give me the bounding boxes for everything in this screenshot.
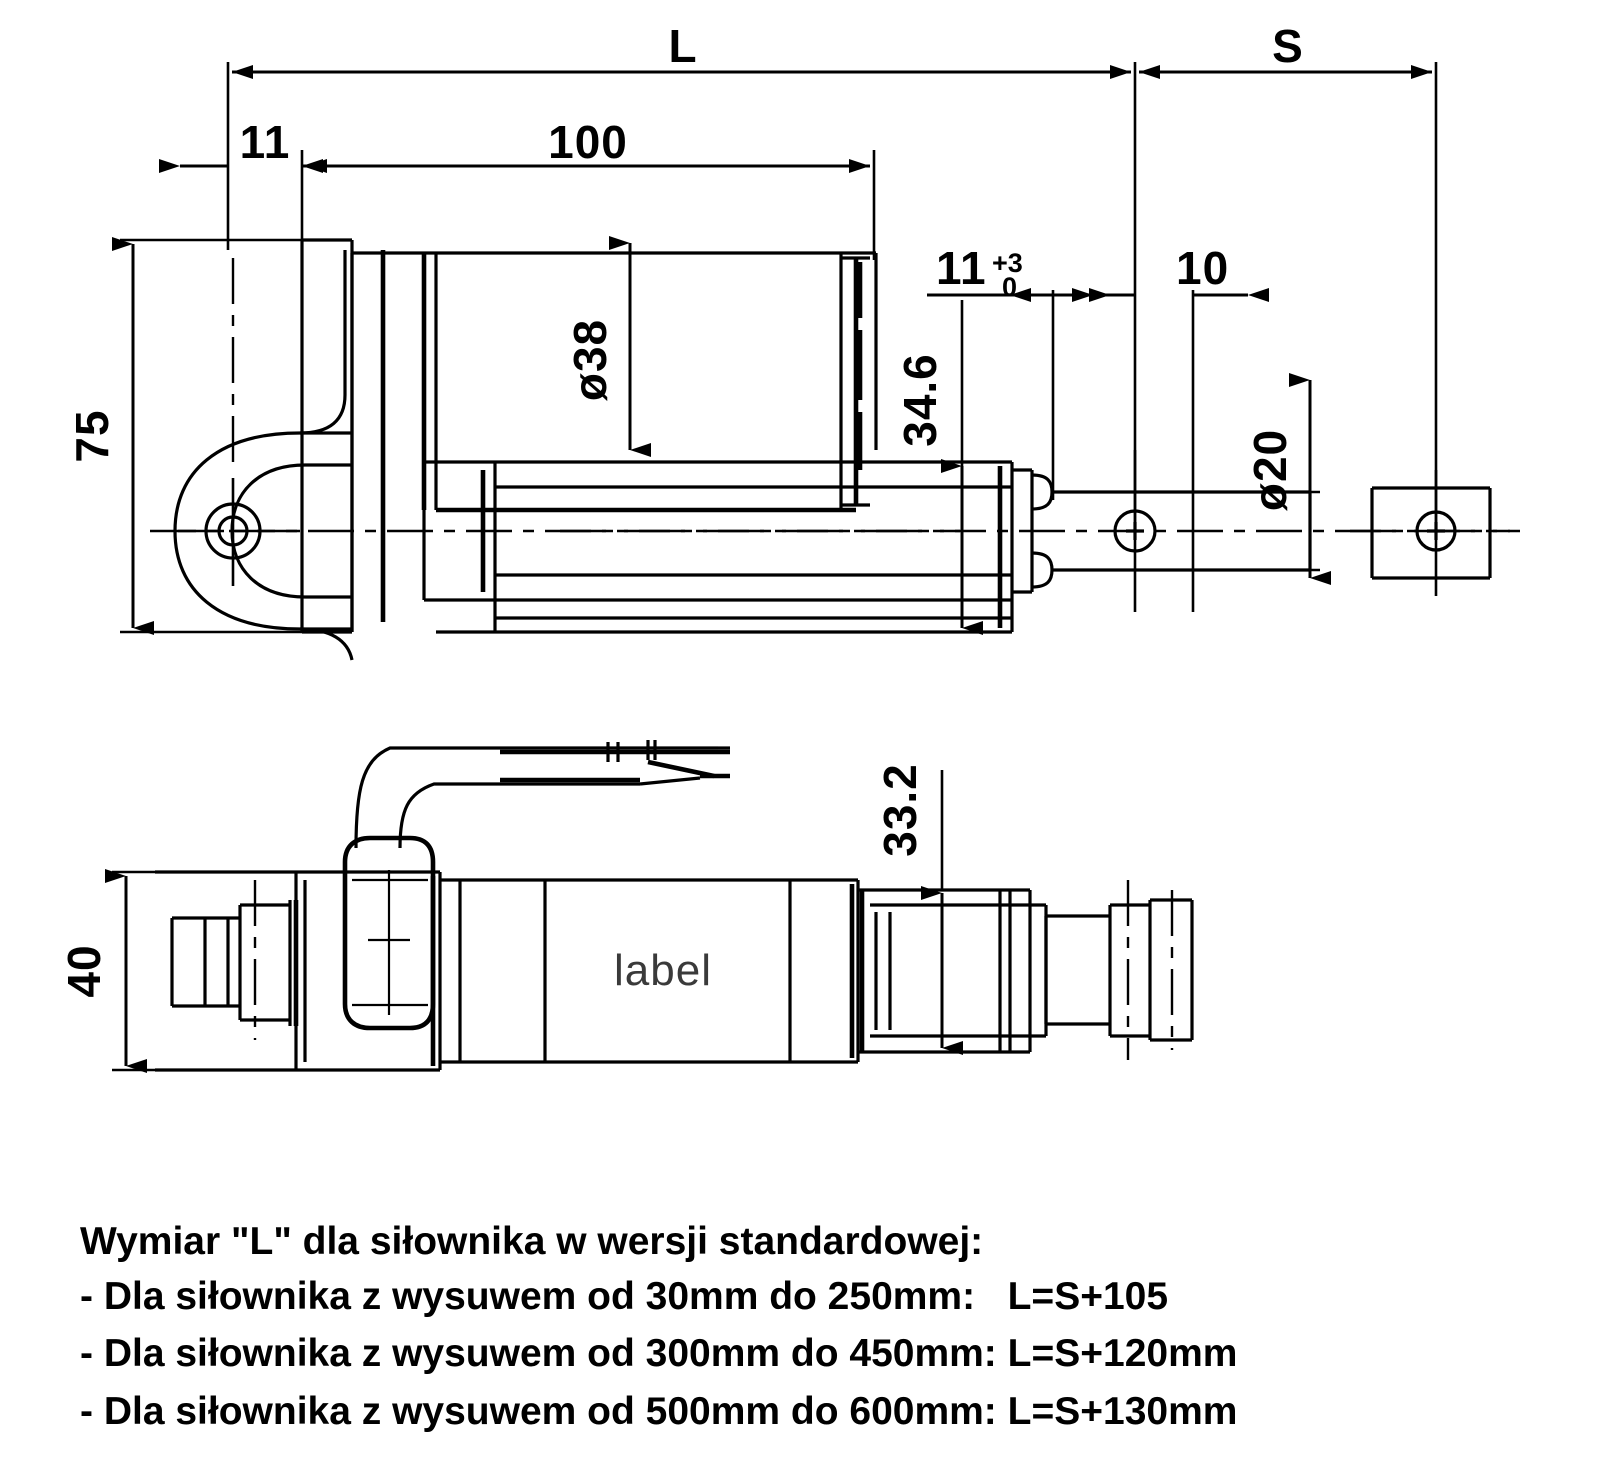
dimension-75: 75 bbox=[66, 237, 320, 635]
dimension-chain-11tol-10: 11 +3 0 10 bbox=[927, 242, 1269, 302]
dimension-40: 40 bbox=[58, 869, 300, 1073]
dimension-label-10: 10 bbox=[1176, 242, 1229, 294]
notes-line-3: - Dla siłownika z wysuwem od 500mm do 60… bbox=[80, 1390, 1238, 1434]
dimension-label-11-rear: 11 bbox=[240, 116, 291, 168]
front-bracket-detail bbox=[1350, 470, 1510, 596]
dimension-label-75: 75 bbox=[66, 409, 118, 462]
dimension-label-diameter-20: ø20 bbox=[1244, 429, 1296, 511]
dimension-label-11-tol: 11 bbox=[936, 242, 987, 294]
dimension-label-34-6: 34.6 bbox=[894, 353, 946, 447]
notes-line-1: - Dla siłownika z wysuwem od 30mm do 250… bbox=[80, 1274, 1169, 1318]
dimension-diameter-20: ø20 bbox=[1240, 373, 1331, 585]
notes-block: Wymiar "L" dla siłownika w wersji standa… bbox=[80, 1222, 1560, 1441]
dimension-label-11-tol-lower: 0 bbox=[1002, 272, 1017, 302]
dimension-chain-L-S: L S bbox=[226, 20, 1438, 530]
dimension-label-diameter-38: ø38 bbox=[564, 319, 616, 401]
dimension-label-40: 40 bbox=[58, 944, 110, 997]
dimension-33-2: 33.2 bbox=[874, 763, 963, 1055]
dimension-34-6: 34.6 bbox=[894, 300, 983, 635]
dimension-label-33-2: 33.2 bbox=[874, 763, 926, 857]
dimension-label-11-tol-upper: +3 bbox=[992, 248, 1023, 278]
part-label-text: label bbox=[614, 946, 712, 995]
actuator-side-elevation bbox=[150, 238, 1520, 661]
notes-title: Wymiar "L" dla siłownika w wersji standa… bbox=[80, 1220, 984, 1263]
notes-line-2: - Dla siłownika z wysuwem od 300mm do 45… bbox=[80, 1332, 1238, 1376]
actuator-plan-view: label bbox=[155, 740, 1194, 1072]
dimension-label-S: S bbox=[1272, 20, 1304, 72]
dimension-label-L: L bbox=[668, 20, 697, 72]
dimension-label-100: 100 bbox=[548, 116, 628, 168]
dimension-chain-11-100: 11 100 bbox=[159, 116, 876, 270]
dimension-diameter-38: ø38 bbox=[564, 236, 651, 457]
